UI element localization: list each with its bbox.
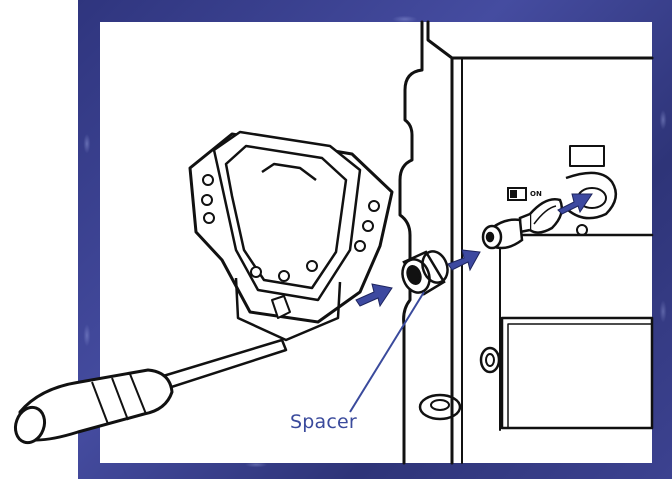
lamp-bulb [481,198,563,250]
lamp-socket [565,171,618,220]
switch-label: ON [530,190,542,198]
screwdriver [13,338,288,445]
spacer-part [401,250,449,296]
housing-top [426,20,654,60]
housing-edge [398,20,424,465]
spacer-label: Spacer [290,411,357,433]
direction-arrows [355,193,593,308]
arrow-spacer-to-bulb [447,249,481,272]
lamp-module [188,130,394,342]
arrow-module-to-spacer [355,283,393,308]
arrow-bulb-to-socket [557,193,593,215]
callout-line [349,291,425,413]
power-switch: ON [507,187,542,201]
